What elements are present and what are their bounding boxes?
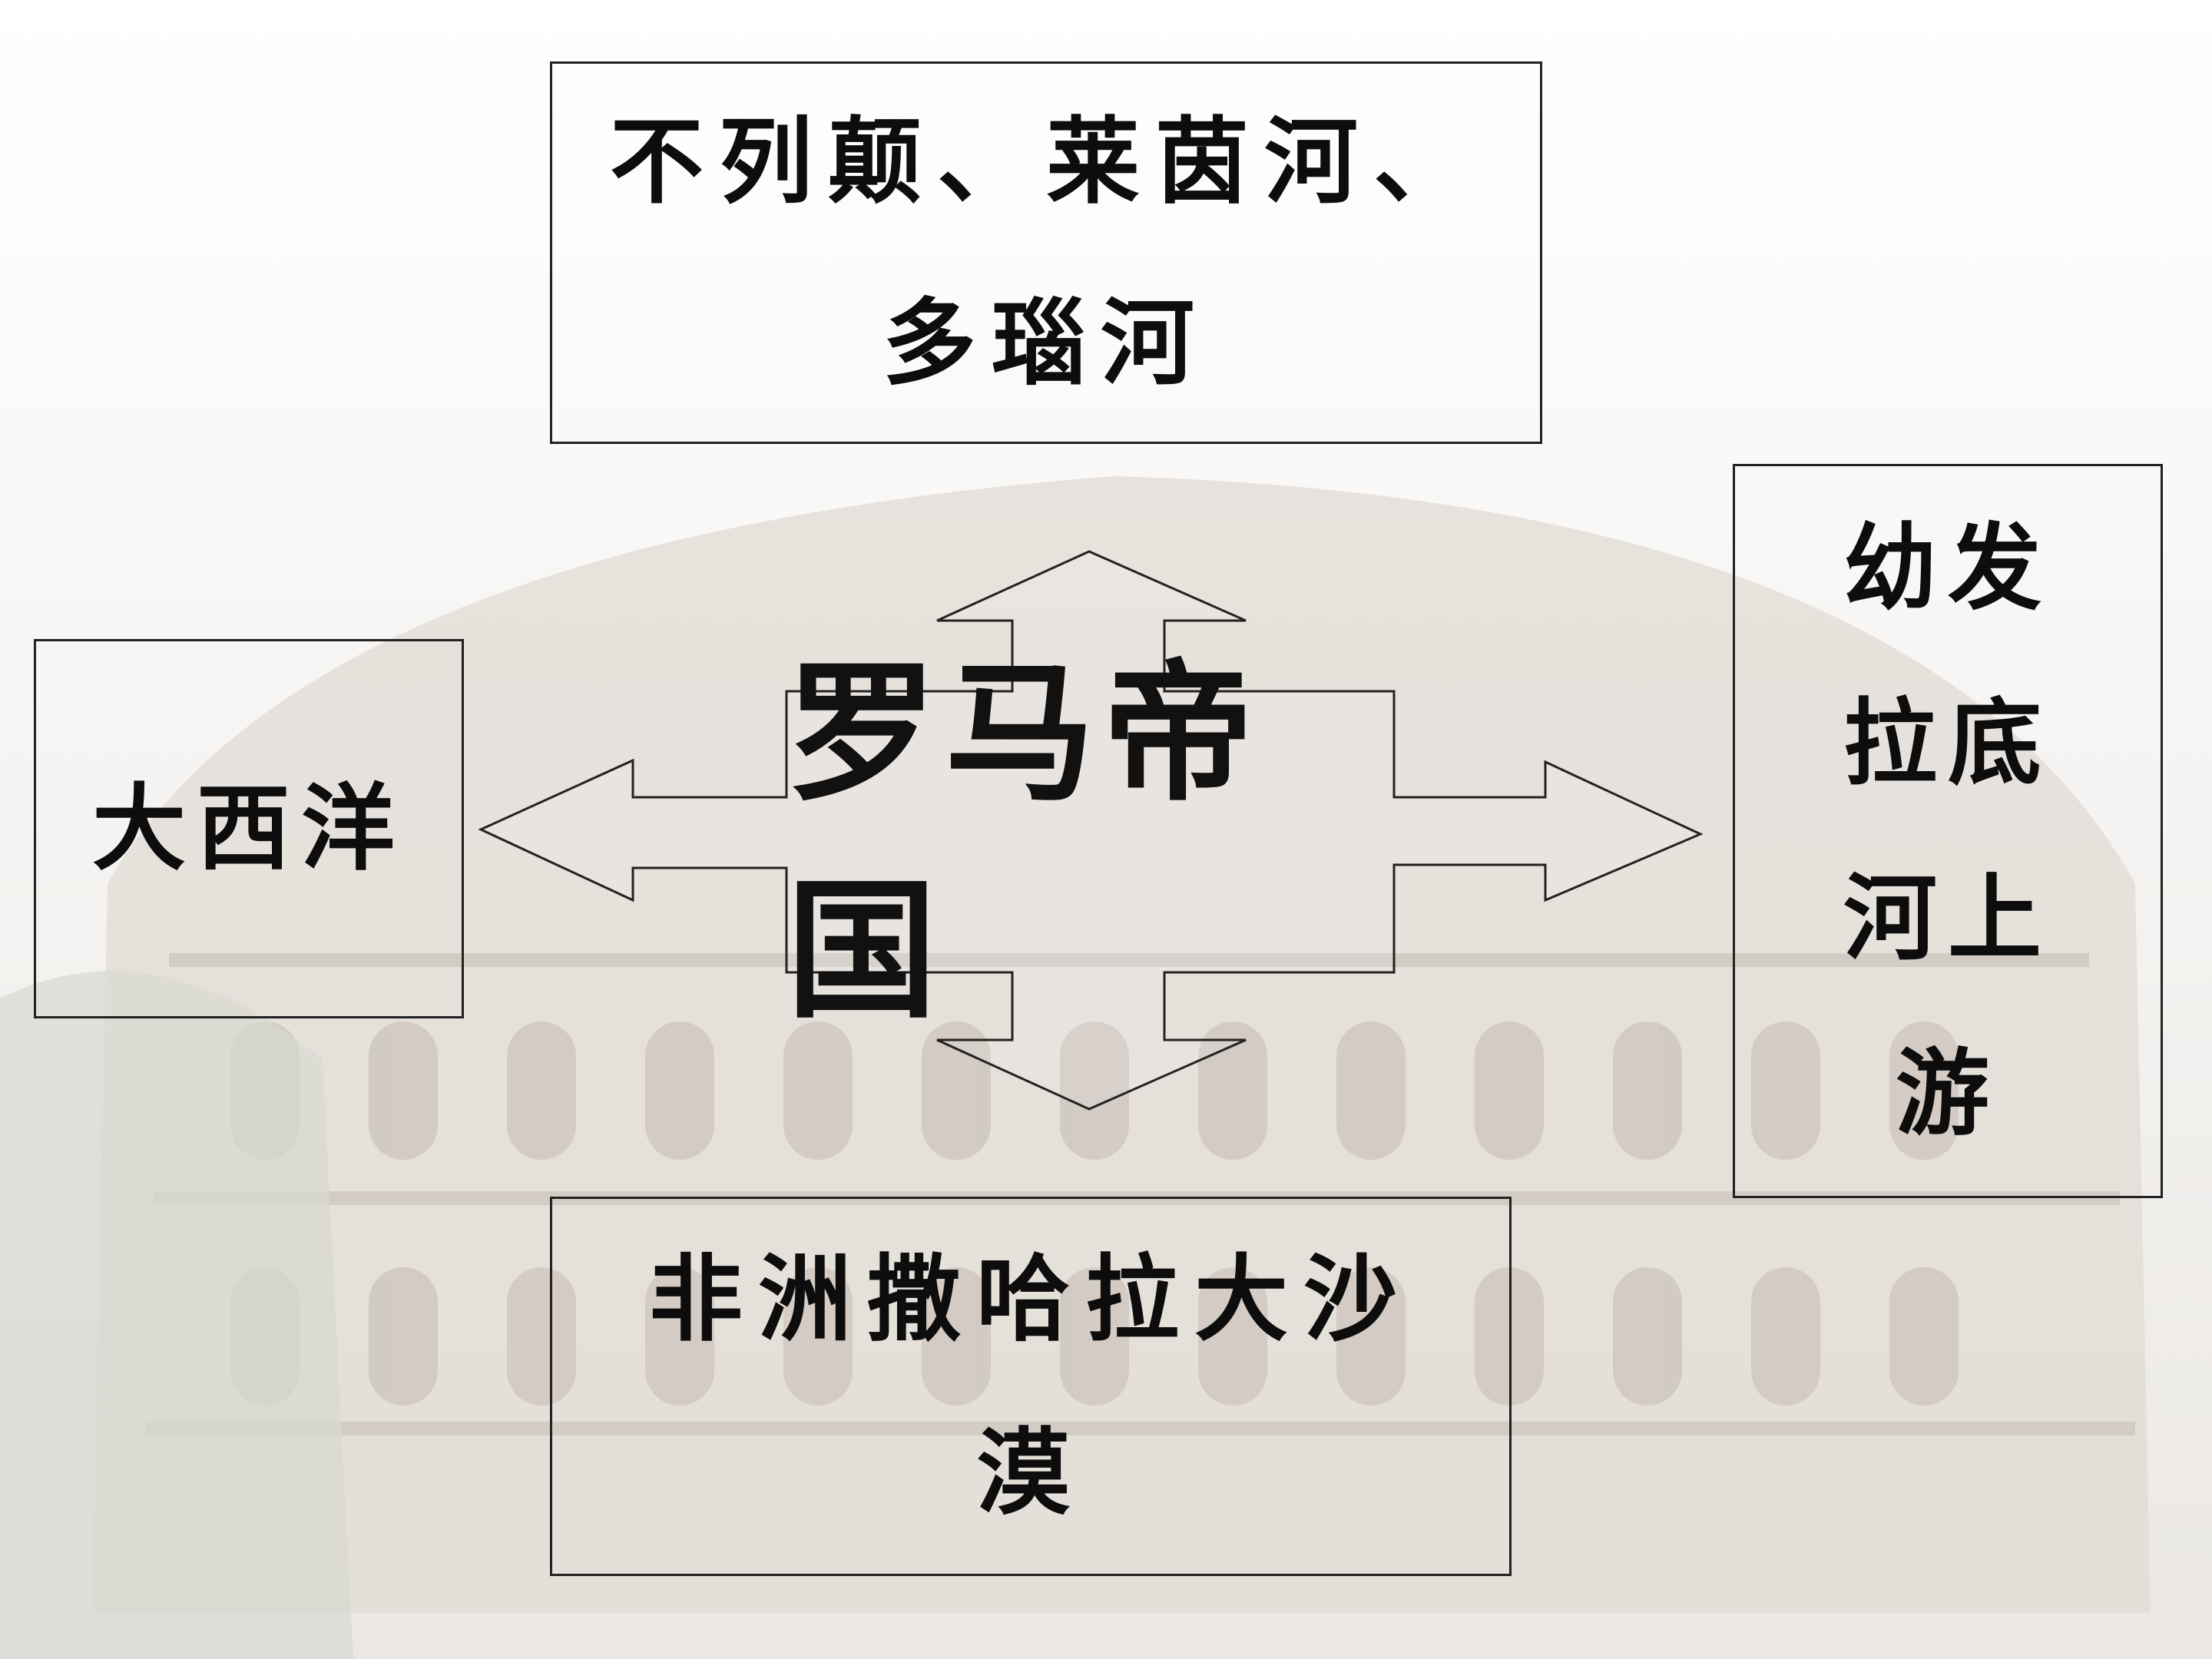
- four-way-arrow-outline: [478, 550, 1704, 1111]
- south-boundary-box: 非洲撒哈拉大沙漠: [550, 1197, 1512, 1576]
- south-boundary-label: 非洲撒哈拉大沙漠: [649, 1245, 1412, 1528]
- north-boundary-label: 不列颠、莱茵河、多瑙河: [610, 108, 1482, 398]
- north-boundary-box: 不列颠、莱茵河、多瑙河: [550, 61, 1542, 444]
- east-boundary-label: 幼发拉底河上游: [1843, 514, 2052, 1148]
- west-boundary-label: 大西洋: [92, 774, 406, 883]
- center-title: 罗马帝国: [786, 645, 1262, 1039]
- west-boundary-box: 大西洋: [34, 639, 464, 1018]
- east-boundary-box: 幼发拉底河上游: [1733, 464, 2163, 1198]
